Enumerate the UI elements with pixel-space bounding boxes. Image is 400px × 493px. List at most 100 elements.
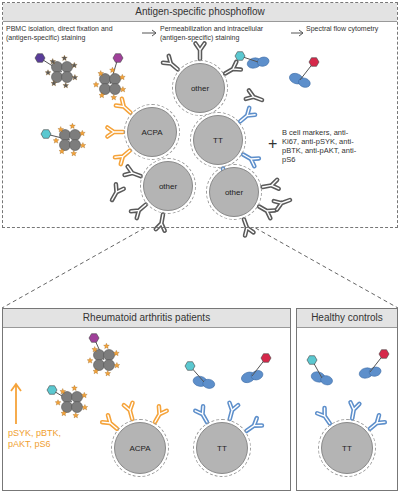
antibody [317, 408, 330, 423]
peptide [63, 83, 69, 88]
annotation: + [268, 136, 280, 152]
streptavidin [62, 72, 73, 83]
antibody [102, 415, 117, 428]
b-cell: TT [193, 115, 243, 165]
panel: Healthy controlsTT [296, 308, 398, 491]
antibody [112, 184, 124, 200]
peptide [104, 343, 110, 348]
antibody [263, 180, 279, 189]
streptavidin [70, 140, 81, 151]
fluorochrome [307, 356, 317, 365]
peptide [119, 74, 125, 79]
fluorochrome [41, 130, 51, 139]
tt-antigen [246, 54, 270, 70]
antibody [370, 415, 385, 428]
b-cell: TT [321, 422, 373, 474]
peptide [87, 358, 93, 363]
cell-label: other [191, 84, 209, 93]
b-cell: other [209, 167, 259, 217]
b-cell: other [175, 63, 225, 113]
peptide [114, 363, 120, 368]
fluorochrome [261, 354, 271, 363]
peptide [80, 143, 86, 148]
peptide [113, 350, 119, 355]
streptavidin [110, 84, 121, 95]
cell-label: ACPA [129, 444, 150, 453]
fluorochrome [35, 54, 45, 63]
header-text: Rheumatoid arthritis patients [83, 312, 210, 323]
b-cell: ACPA [127, 107, 177, 157]
antibody [124, 403, 133, 419]
panel: Rheumatoid arthritis patientsACPA TT [2, 308, 291, 491]
peptide [53, 138, 59, 143]
tt-antigen [358, 364, 382, 380]
fluorochrome [113, 54, 123, 63]
tt-antigen [192, 375, 215, 389]
peptide [105, 371, 111, 376]
peptide [71, 151, 77, 156]
antibody [116, 99, 131, 113]
streptavidin [52, 72, 63, 83]
b-cell: other [143, 161, 193, 211]
streptavidin [62, 62, 73, 73]
antibody [131, 205, 146, 218]
fluorochrome [47, 386, 57, 395]
annotation: pSYK, pBTK, pAKT, pS6 [8, 428, 70, 450]
antibody [229, 403, 238, 419]
antibody [195, 406, 207, 422]
antibody [350, 402, 359, 418]
peptide [99, 92, 105, 97]
cell-label: TT [217, 444, 227, 453]
fluorochrome [89, 334, 99, 343]
peptide [72, 385, 78, 390]
peptide [98, 71, 104, 76]
zoom-line [2, 228, 145, 308]
peptide [45, 70, 51, 75]
header-text: Healthy controls [311, 312, 383, 323]
panel-header: Rheumatoid arthritis patients [3, 309, 290, 328]
fluorochrome [309, 58, 319, 67]
peptide [81, 392, 87, 397]
annotation: B cell markers, anti-Ki67, anti-pSYK, an… [282, 128, 364, 164]
antibody [243, 155, 259, 167]
cell-label: other [159, 182, 177, 191]
antibody [155, 406, 167, 422]
cell-label: ACPA [141, 128, 162, 137]
peptide [51, 80, 57, 85]
peptide [71, 62, 77, 67]
peptide [55, 400, 61, 405]
peptide [70, 123, 76, 128]
fluorochrome [235, 52, 245, 61]
annotation: Spectral flow cytometry [306, 25, 396, 34]
peptide [92, 347, 98, 352]
panel-header: Antigen-specific phosphoflow [3, 3, 397, 22]
peptide [93, 82, 99, 87]
antibody [195, 43, 204, 59]
antibody [247, 418, 262, 431]
streptavidin [70, 130, 81, 141]
tt-antigen [288, 72, 312, 89]
zoom-line [255, 228, 398, 308]
peptide [62, 55, 68, 60]
peptide [73, 413, 79, 418]
peptide [61, 410, 67, 415]
step-arrow [291, 30, 303, 36]
peptide [110, 67, 116, 72]
antibody [156, 215, 165, 231]
streptavidin [104, 360, 115, 371]
cell-label: other [225, 188, 243, 197]
peptide [120, 87, 126, 92]
peptide [82, 405, 88, 410]
antibody [115, 151, 130, 164]
panel-header: Healthy controls [297, 309, 397, 328]
streptavidin [94, 360, 105, 371]
antibody [240, 108, 255, 121]
peptide [72, 75, 78, 80]
peptide [111, 95, 117, 100]
annotation: Permeabilization and intracellular (anti… [160, 25, 288, 42]
streptavidin [110, 74, 121, 85]
antibody [246, 90, 262, 100]
streptavidin [104, 350, 115, 361]
streptavidin [62, 402, 73, 413]
antibody [274, 200, 290, 210]
